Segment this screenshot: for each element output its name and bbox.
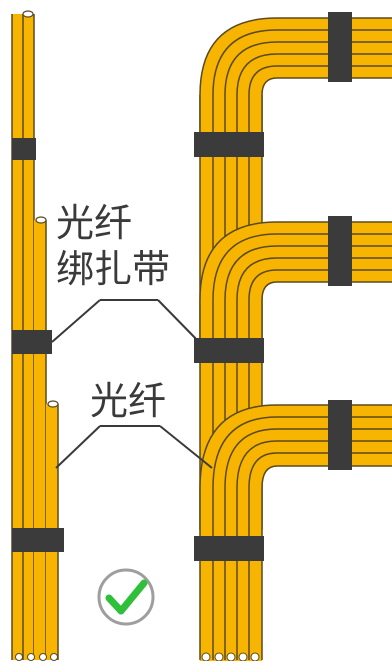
tie-strap — [328, 400, 352, 470]
fiber-end — [35, 216, 47, 224]
label-fiber-tie-line2: 绑扎带 — [56, 247, 170, 291]
fiber-bottom-end — [238, 652, 248, 661]
leader-line-tie-right — [157, 299, 204, 347]
fiber-bottom-end — [226, 652, 236, 661]
label-fiber-tie-line1: 光纤 — [56, 201, 132, 245]
fiber-bottom-end — [201, 652, 211, 661]
tie-strap — [12, 528, 64, 552]
leader-line-fiber-left — [55, 425, 101, 469]
fiber-branch-middle — [199, 216, 392, 340]
tie-strap — [12, 138, 36, 160]
leader-line-fiber-right — [159, 425, 213, 469]
fiber-end — [47, 400, 59, 408]
fiber-trunk — [200, 95, 262, 661]
fiber-bottom-end — [50, 653, 58, 661]
tie-strap — [328, 216, 352, 286]
leader-line-tie-left — [51, 299, 101, 343]
tie-strap — [328, 12, 352, 82]
tie-strap — [12, 330, 52, 354]
right-fiber-bundle — [194, 12, 392, 661]
check-circle-icon — [97, 568, 155, 626]
fiber-bottom-end — [15, 653, 23, 661]
fiber-bottom-end — [39, 653, 47, 661]
fiber-branch-bottom — [199, 400, 392, 530]
fiber-bottom-end — [250, 652, 260, 661]
left-fiber-bundle — [11, 10, 64, 661]
fiber-strand — [34, 220, 46, 660]
leader-lines — [51, 299, 213, 469]
fiber-bottom-end — [27, 653, 35, 661]
tie-strap — [194, 536, 264, 561]
label-fiber: 光纤 — [90, 379, 166, 423]
fiber-bottom-end — [214, 652, 224, 661]
fiber-branch-top — [199, 12, 392, 150]
fiber-end — [22, 10, 34, 18]
tie-strap — [194, 338, 264, 363]
tie-strap — [194, 132, 264, 157]
